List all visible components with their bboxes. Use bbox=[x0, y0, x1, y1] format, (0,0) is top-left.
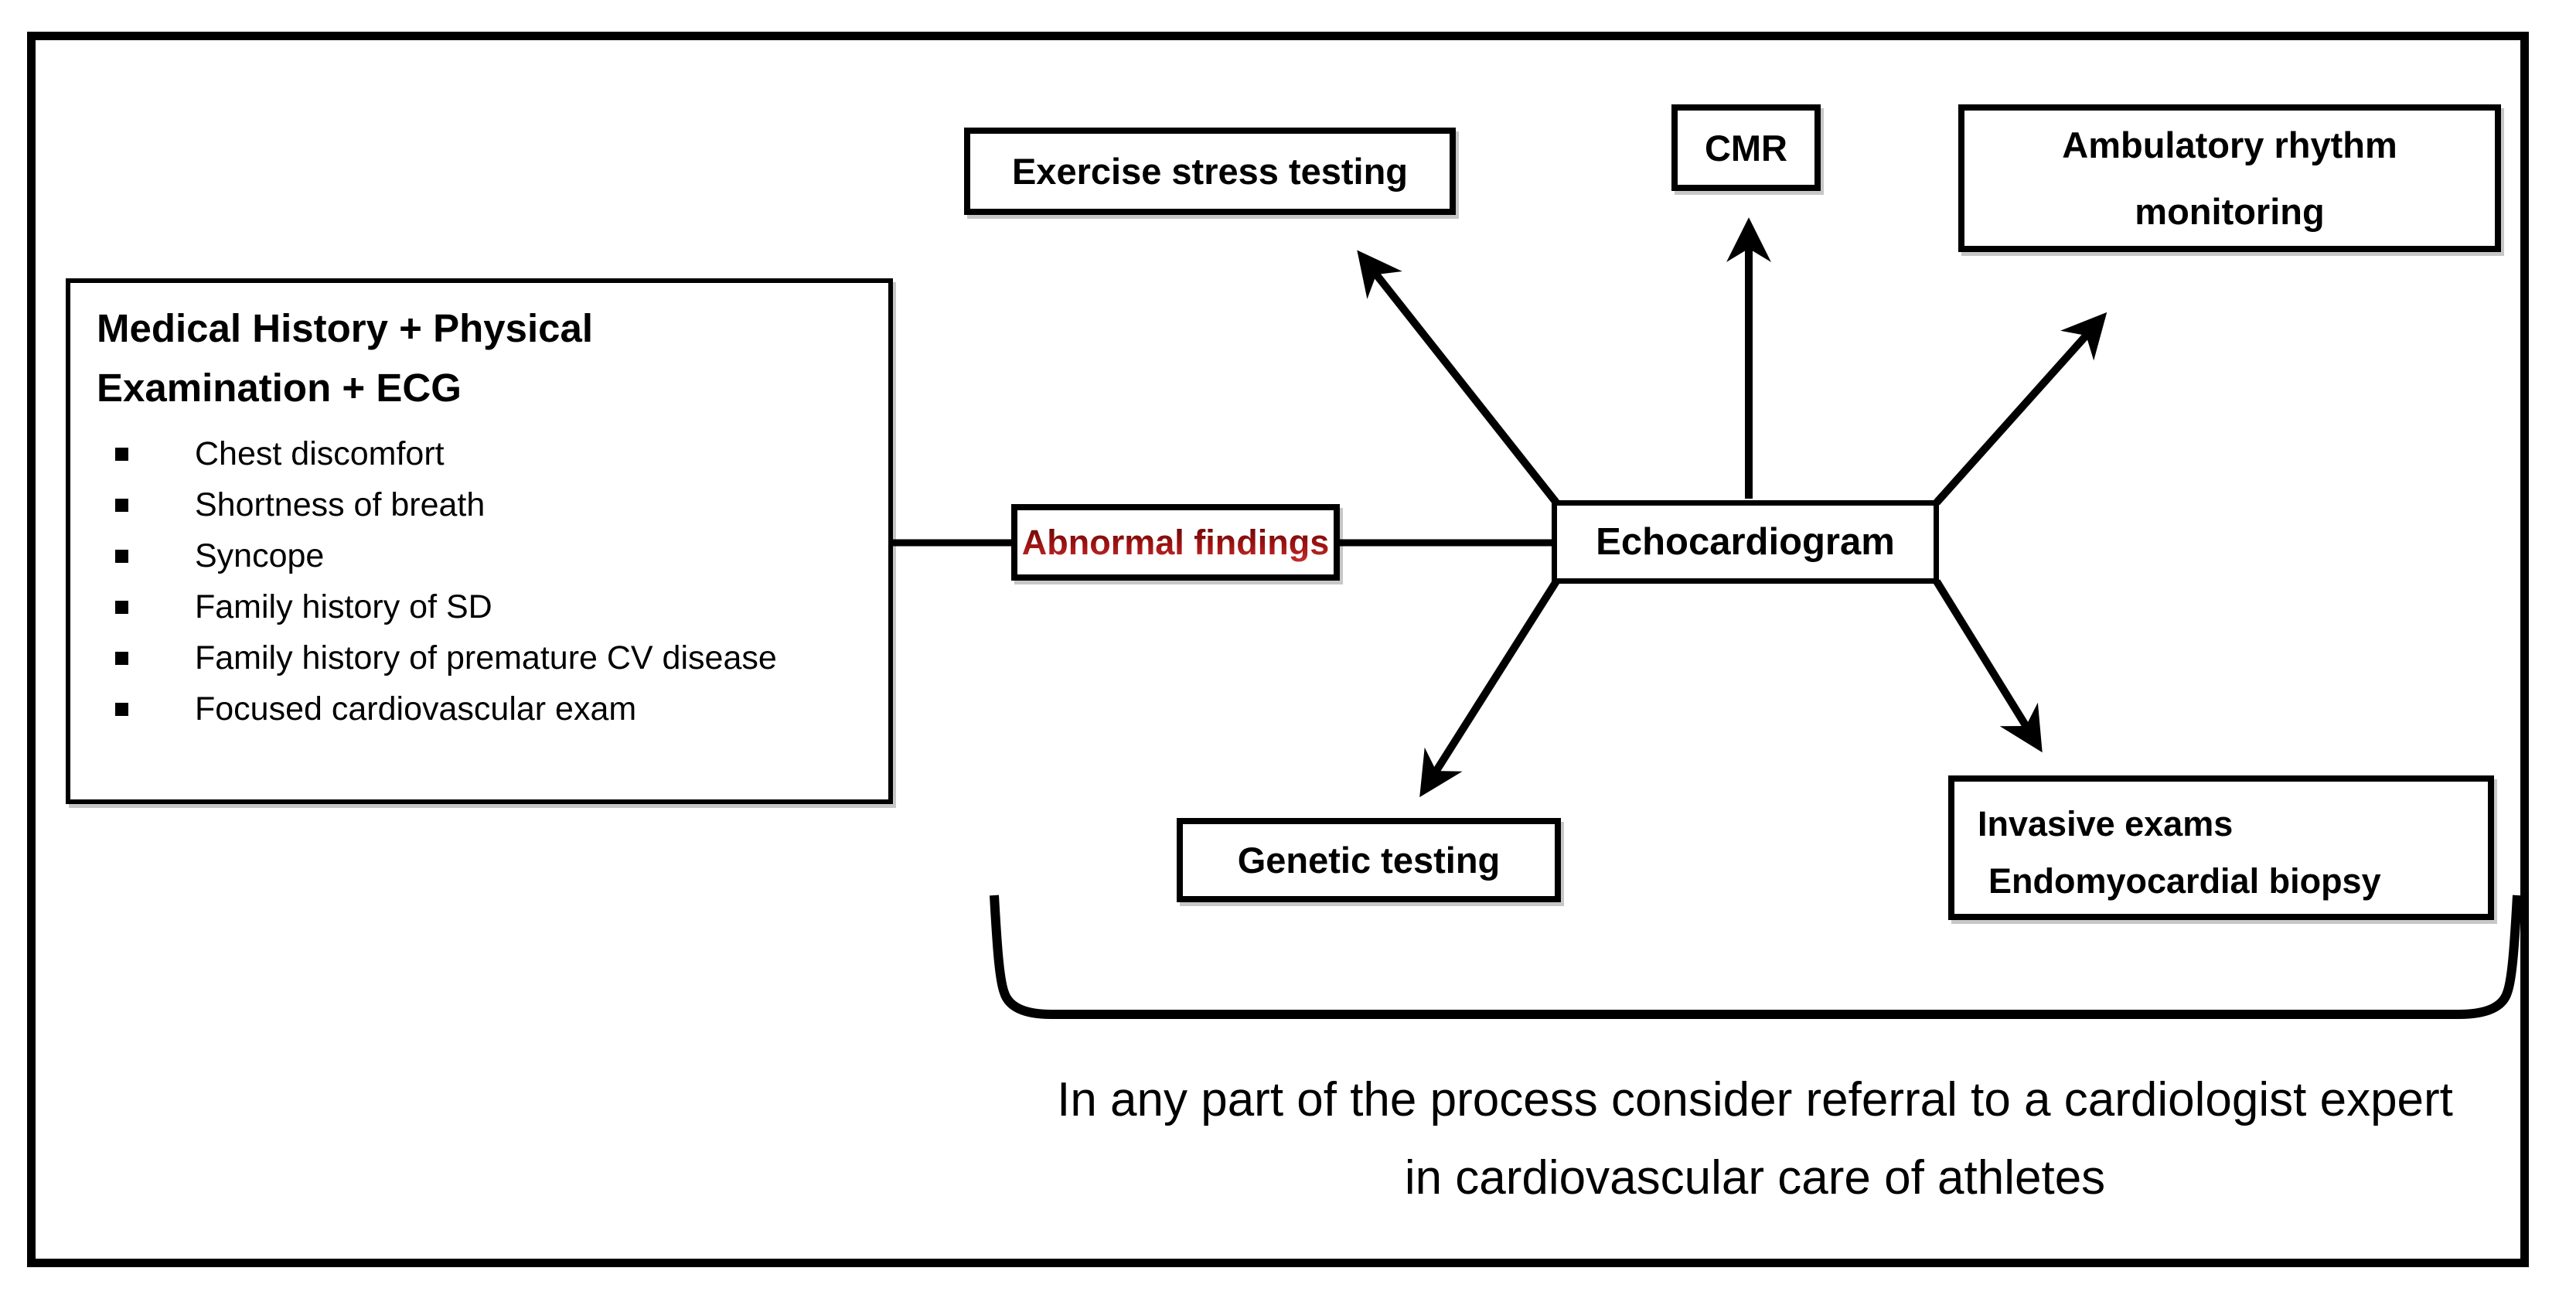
list-item: Focused cardiovascular exam bbox=[97, 683, 865, 734]
list-item: Family history of SD bbox=[97, 581, 865, 632]
arrow-echo-to-ambulatory bbox=[1934, 312, 2107, 506]
referral-caption: In any part of the process consider refe… bbox=[819, 1061, 2576, 1217]
ambulatory-label-line1: Ambulatory rhythm bbox=[2062, 124, 2397, 165]
square-bullet-icon bbox=[115, 651, 128, 665]
square-bullet-icon bbox=[115, 549, 128, 563]
square-bullet-icon bbox=[115, 600, 128, 614]
arrow-echo-to-exercise bbox=[1357, 250, 1559, 506]
ambulatory-rhythm-monitoring-box: Ambulatory rhythm monitoring bbox=[1958, 104, 2501, 252]
square-bullet-icon bbox=[115, 702, 128, 716]
square-bullet-icon bbox=[115, 498, 128, 512]
list-item: Shortness of breath bbox=[97, 479, 865, 530]
list-item: Syncope bbox=[97, 530, 865, 581]
bullet-label: Family history of premature CV disease bbox=[195, 639, 777, 676]
cmr-label: CMR bbox=[1704, 127, 1788, 169]
history-box-title-line1: Medical History + Physical bbox=[97, 306, 594, 350]
list-item: Chest discomfort bbox=[97, 428, 865, 479]
square-bullet-icon bbox=[115, 447, 128, 461]
abnormal-findings-box: Abnormal findings bbox=[1011, 504, 1340, 581]
genetic-testing-box: Genetic testing bbox=[1177, 818, 1561, 902]
invasive-exams-label-line2: Endomyocardial biopsy bbox=[1988, 861, 2381, 901]
bullet-label: Syncope bbox=[195, 537, 325, 574]
ambulatory-label-line2: monitoring bbox=[2135, 190, 2325, 232]
echocardiogram-label: Echocardiogram bbox=[1596, 521, 1895, 563]
history-box-title-line2: Examination + ECG bbox=[97, 366, 462, 410]
bullet-label: Chest discomfort bbox=[195, 435, 445, 472]
echocardiogram-box: Echocardiogram bbox=[1552, 500, 1939, 584]
history-bullet-list: Chest discomfort Shortness of breath Syn… bbox=[97, 428, 865, 734]
list-item: Family history of premature CV disease bbox=[97, 632, 865, 683]
arrow-echo-to-invasive bbox=[1933, 579, 2043, 753]
bottom-bracket bbox=[990, 895, 2522, 1019]
invasive-exams-label-line1: Invasive exams bbox=[1978, 804, 2234, 843]
bullet-label: Shortness of breath bbox=[195, 486, 486, 523]
cmr-box: CMR bbox=[1671, 104, 1821, 191]
exercise-stress-testing-label: Exercise stress testing bbox=[1011, 151, 1409, 192]
abnormal-findings-label: Abnormal findings bbox=[1021, 522, 1330, 562]
invasive-exams-box: Invasive exams Endomyocardial biopsy bbox=[1948, 775, 2494, 920]
outer-border bbox=[27, 32, 2529, 1267]
referral-caption-line1: In any part of the process consider refe… bbox=[1057, 1073, 2453, 1126]
genetic-testing-label: Genetic testing bbox=[1237, 840, 1501, 881]
referral-caption-line2: in cardiovascular care of athletes bbox=[1404, 1151, 2106, 1205]
arrow-echo-to-genetic bbox=[1419, 579, 1560, 798]
exercise-stress-testing-box: Exercise stress testing bbox=[964, 128, 1456, 215]
bullet-label: Family history of SD bbox=[195, 588, 492, 625]
medical-history-box: Medical History + Physical Examination +… bbox=[66, 278, 893, 804]
bullet-label: Focused cardiovascular exam bbox=[195, 690, 637, 728]
